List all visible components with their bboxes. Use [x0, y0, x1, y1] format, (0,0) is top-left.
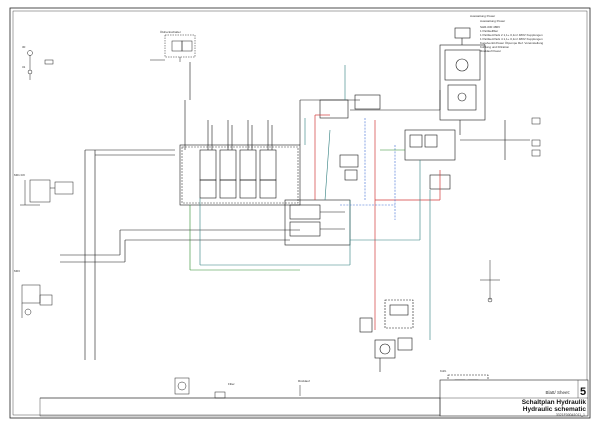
power-unit-annotation-line: Kühlung und Filtration: [480, 45, 510, 49]
svg-text:Kühl.: Kühl.: [440, 369, 447, 373]
drawing-number: 3321F00041011_1: [556, 413, 585, 417]
pipe-network-pilot: [340, 118, 396, 220]
right-valve-cluster: [319, 94, 456, 190]
power-unit-annotation: Ausstattung Power SHR-030 480V 1 Partike…: [480, 19, 544, 53]
drawing-frame: [9, 7, 591, 419]
power-unit-annotation-line: SHR-030 480V: [480, 25, 500, 29]
power-unit-annotation-line: 1 Partikel-Pack 4 1,1+ 0,1m² 480V Kupplu…: [480, 37, 543, 41]
pipe-network-black: [60, 62, 530, 360]
svg-text:Filter: Filter: [228, 382, 235, 386]
bottom-strip: [39, 397, 441, 417]
pipe-network-pressure: [314, 114, 441, 330]
bottom-components: [40, 377, 440, 399]
title-english: Hydraulic schematic: [523, 406, 587, 413]
valve-module: [284, 199, 351, 246]
sheet-number: 5: [580, 386, 586, 398]
svg-text:Öldruckschalter: Öldruckschalter: [160, 30, 181, 34]
tiny-labels: 30 31 M01 0/0 M03 Öldruckschalter Aussta…: [14, 14, 495, 386]
power-unit-annotation-line: Rücklauf Power: [480, 49, 501, 53]
svg-text:Ausstattung Power: Ausstattung Power: [470, 14, 495, 18]
power-unit: [439, 27, 486, 135]
lower-right-valves: [359, 299, 489, 401]
title-block: Blatt/ Sheet: 5 Schaltplan Hydraulik Hyd…: [439, 379, 589, 417]
svg-text:M03: M03: [14, 269, 20, 273]
power-unit-annotation-title: Ausstattung Power: [480, 19, 505, 23]
pipe-network-tank: [199, 65, 431, 340]
right-connectors: [480, 117, 541, 303]
svg-text:Rücklauf: Rücklauf: [298, 379, 310, 383]
main-manifold: [179, 120, 301, 206]
svg-text:M01 0/0: M01 0/0: [14, 173, 25, 177]
pipe-network-green: [189, 149, 405, 271]
power-unit-annotation-line: Kugelventil-Power Ölpumpe Ref. Voreinste…: [480, 41, 544, 45]
svg-text:30: 30: [22, 45, 26, 49]
power-unit-annotation-line: 1 Partikelfilter: [480, 29, 498, 33]
title-german: Schaltplan Hydraulik: [522, 399, 587, 406]
power-unit-annotation-line: 1 Partikel-Pack 2 1,1+ 0,1m² 480V Kupplu…: [480, 33, 543, 37]
sheet-label: Blatt/ Sheet:: [545, 390, 570, 395]
top-left-valve: [150, 34, 196, 62]
svg-text:31: 31: [22, 65, 26, 69]
left-components: [20, 50, 74, 318]
drawing-inner-frame: [12, 10, 588, 416]
